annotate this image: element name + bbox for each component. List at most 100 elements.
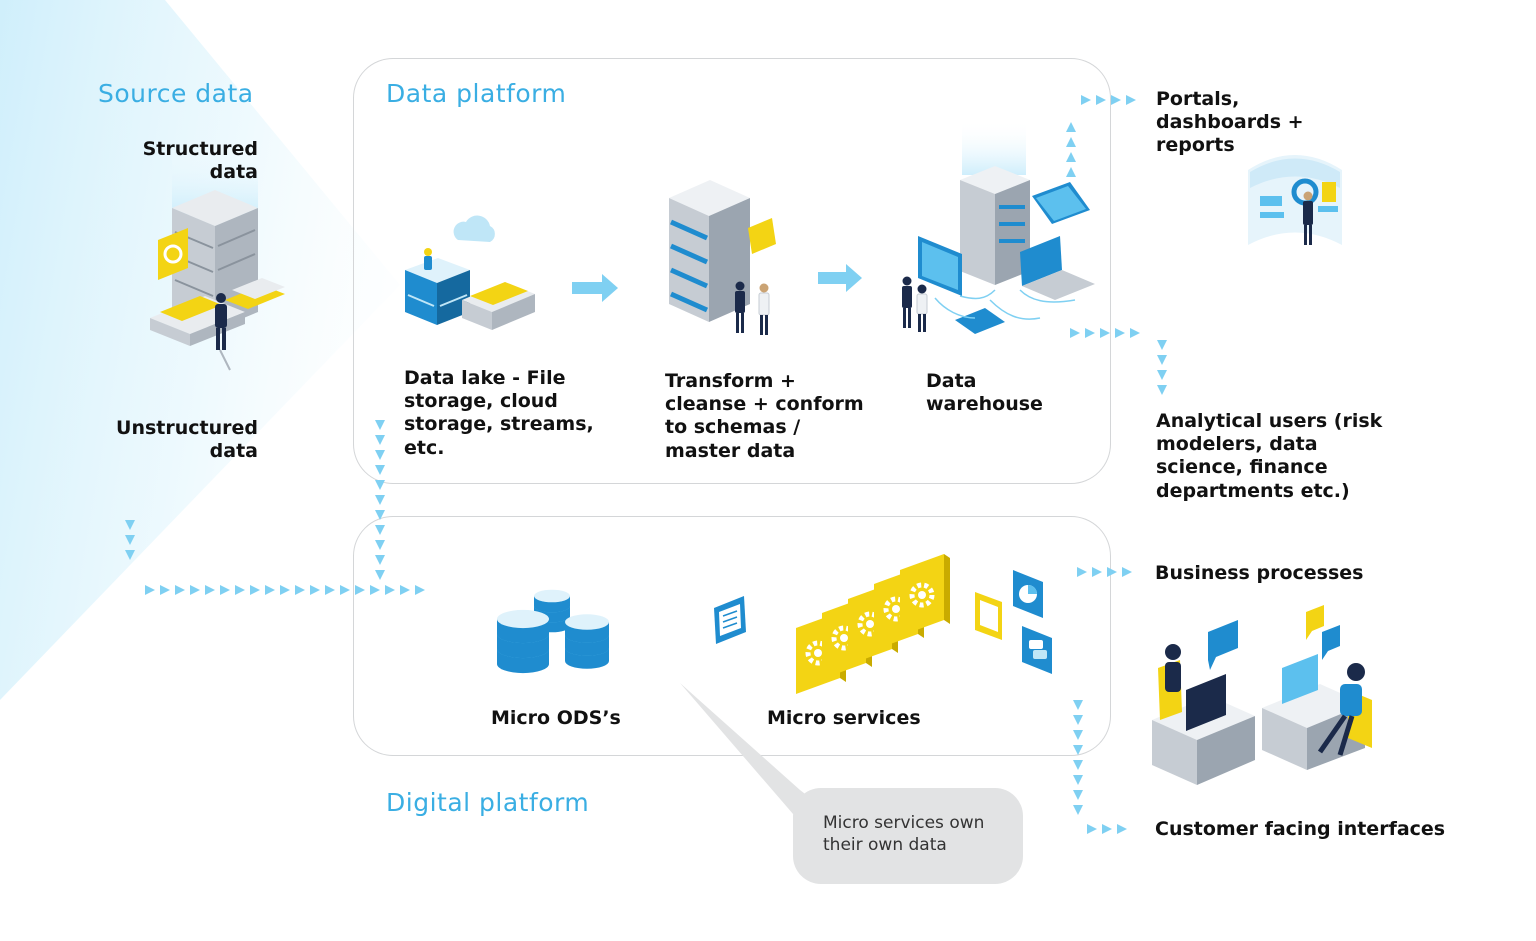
person-icon [215, 293, 231, 371]
flow-arrow-marker [1066, 152, 1076, 162]
flow-arrow-marker [265, 585, 275, 595]
database-cylinder [497, 609, 549, 674]
cloud-icon [453, 215, 495, 242]
speech-bubble-icon [1208, 605, 1340, 670]
glow-warehouse [962, 120, 1026, 175]
chat-icon [1022, 626, 1052, 674]
data-platform-panel [353, 58, 1111, 484]
flow-arrow-marker [1073, 730, 1083, 740]
flow-arrow-marker [145, 585, 155, 595]
label-unstructured-data: Unstructured data [116, 417, 258, 463]
label-micro-services: Micro services [767, 707, 921, 729]
label-data-lake: Data lake - File storage, cloud storage,… [404, 367, 594, 459]
network-lines [934, 289, 1076, 320]
flow-arrow-marker [355, 585, 365, 595]
flow-arrow-marker [310, 585, 320, 595]
flow-arrow-marker [1157, 340, 1167, 350]
flow-arrow-marker [280, 585, 290, 595]
section-title-digital-platform: Digital platform [386, 788, 590, 817]
flow-arrow-marker [415, 585, 425, 595]
flow-arrow-marker [125, 520, 135, 530]
flow-arrow-marker [1115, 328, 1125, 338]
flow-arrow-marker [205, 585, 215, 595]
flow-arrow-marker [375, 495, 385, 505]
flow-arrow-marker [340, 585, 350, 595]
flow-arrow-marker [1081, 95, 1091, 105]
label-transform: Transform + cleanse + conform to schemas… [665, 370, 864, 462]
flow-arrow-marker [1157, 385, 1167, 395]
flow-arrow-marker [125, 550, 135, 560]
flow-arrow-marker [1092, 567, 1102, 577]
flow-arrow-marker [1102, 824, 1112, 834]
digital-platform-panel [353, 516, 1111, 756]
flow-arrow-marker [1122, 567, 1132, 577]
flow-arrow-marker [375, 450, 385, 460]
flow-arrow-marker [1126, 95, 1136, 105]
flow-arrow-marker [370, 585, 380, 595]
flow-arrow-marker [1085, 328, 1095, 338]
laptop-icon [1020, 236, 1095, 300]
flow-arrow-marker [1130, 328, 1140, 338]
flow-arrow-marker [400, 585, 410, 595]
flow-arrow-marker [385, 585, 395, 595]
flow-arrow-marker [375, 510, 385, 520]
flow-arrow-marker [1107, 567, 1117, 577]
section-title-data-platform: Data platform [386, 79, 567, 108]
arrow-right-icon [572, 274, 618, 302]
gear-tile [900, 554, 950, 636]
flow-arrow-marker [295, 585, 305, 595]
document-icon [975, 592, 1002, 640]
flow-arrow-marker [375, 540, 385, 550]
flow-arrow-marker [1111, 95, 1121, 105]
flow-arrow-marker [220, 585, 230, 595]
section-title-source: Source data [98, 79, 254, 108]
label-analytical-users: Analytical users (risk modelers, data sc… [1156, 410, 1383, 502]
arrow-right-icon [818, 264, 862, 292]
flow-arrow-marker [325, 585, 335, 595]
flow-arrow-marker [375, 555, 385, 565]
flow-arrow-marker [1073, 790, 1083, 800]
flow-arrow-marker [1066, 137, 1076, 147]
folder-drawer-icon [150, 278, 285, 346]
flow-arrow-marker [375, 420, 385, 430]
flow-arrow-marker [1073, 760, 1083, 770]
person-icon [902, 276, 928, 332]
callout-tail [680, 683, 826, 836]
document-icon [714, 596, 746, 644]
flow-arrow-marker [1117, 824, 1127, 834]
flow-arrow-marker [375, 435, 385, 445]
flow-arrow-marker [1073, 745, 1083, 755]
flow-arrow-marker [1073, 715, 1083, 725]
flow-arrow-marker [1077, 567, 1087, 577]
person-icon [424, 248, 432, 270]
label-data-warehouse: Data warehouse [926, 370, 1043, 416]
flow-arrow-marker [1087, 824, 1097, 834]
label-customer-interfaces: Customer facing interfaces [1155, 818, 1446, 840]
light-beam [0, 0, 400, 700]
pie-chart-icon [1013, 570, 1043, 618]
label-business-processes: Business processes [1155, 562, 1364, 584]
tablet-icon [1032, 182, 1090, 224]
person-icon [1303, 191, 1313, 245]
flow-arrow-marker [125, 535, 135, 545]
callout-text: Micro services own their own data [823, 813, 985, 856]
flow-arrow-marker [375, 480, 385, 490]
database-cylinder-icon [497, 589, 609, 674]
flow-arrow-marker [1157, 355, 1167, 365]
folder-drawer-icon [462, 282, 535, 330]
database-cylinder [565, 614, 609, 669]
dashboard-screen-icon [1248, 155, 1342, 245]
flow-arrow-marker [375, 525, 385, 535]
flow-arrow-marker [1073, 700, 1083, 710]
flow-arrow-marker [160, 585, 170, 595]
flow-arrow-marker [1100, 328, 1110, 338]
label-structured-data: Structured data [142, 138, 258, 184]
flow-arrow-marker [375, 465, 385, 475]
flow-arrow-marker [1066, 122, 1076, 132]
flow-arrow-marker [235, 585, 245, 595]
callout-bubble: Micro services own their own data [793, 788, 1023, 884]
label-portals: Portals, dashboards + reports [1156, 88, 1304, 157]
server-rack-icon [960, 166, 1030, 285]
